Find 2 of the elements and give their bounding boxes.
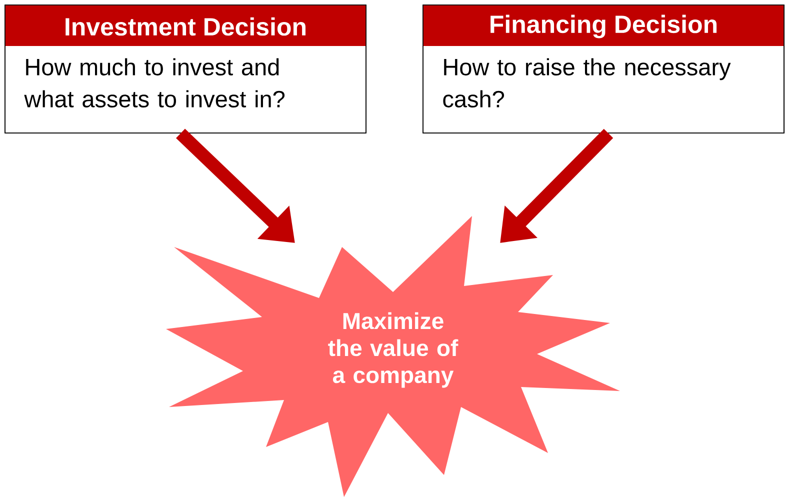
decision-box: Investment Decision How much to invest and what assets to invest in?	[4, 4, 366, 134]
decision-box: Financing Decision How to raise the necessary cash?	[422, 4, 784, 134]
